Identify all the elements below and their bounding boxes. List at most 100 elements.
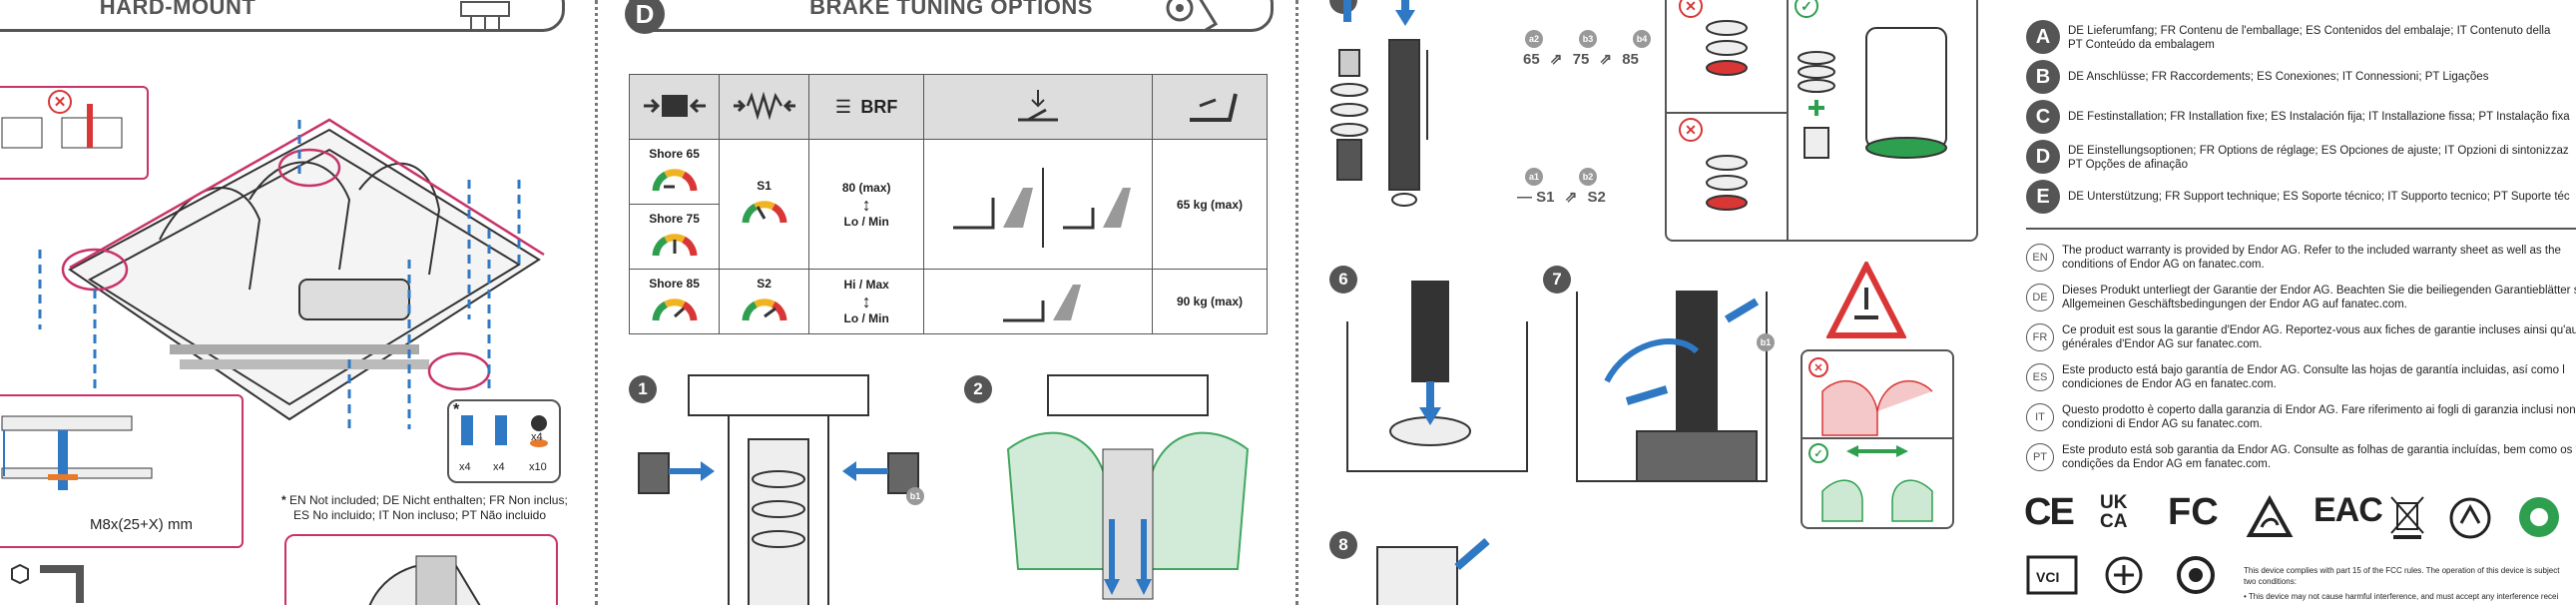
parts-qty-2: x4	[493, 461, 505, 473]
correct-icon-2: ✓	[1808, 443, 1828, 463]
contents-item-e: E DE Unterstützung; FR Support technique…	[2026, 180, 2576, 214]
weee-bin-icon	[2390, 496, 2424, 539]
green-recycle-icon	[2519, 497, 2559, 537]
lang-it-badge: IT	[2026, 403, 2054, 431]
brake-step1-illustration	[638, 374, 919, 605]
ce-mark: CE	[2024, 491, 2075, 533]
table-header-row: ☰ BRF	[628, 74, 1268, 140]
brake-section-letter: D	[625, 0, 665, 34]
recycle-mark-icon	[2449, 497, 2491, 539]
brf-top-max: 80 (max)	[841, 180, 891, 195]
cell-brf-bot: Hi / Max ↕ Lo / Min	[808, 269, 925, 334]
step7-b1: b1	[1757, 333, 1775, 351]
wrong-icon: ✕	[48, 90, 72, 114]
seat-positions-icon-bot	[1003, 284, 1082, 321]
contents-e-text: DE Unterstützung; FR Support technique; …	[2068, 191, 2570, 203]
hex-key-icon	[11, 563, 84, 603]
head-elastomer	[628, 74, 721, 140]
cell-s1: S1	[719, 139, 810, 270]
parts-qty-3: x4	[531, 431, 543, 443]
brake-title: BRAKE TUNING OPTIONS	[809, 0, 1093, 19]
ukca-top: UK	[2100, 492, 2128, 513]
tag-a2: a2	[1525, 30, 1543, 48]
brf-updown-icon: ↕	[861, 194, 871, 215]
spring-s2: S2	[1587, 189, 1606, 206]
inset-box-wrong	[0, 86, 149, 180]
shore-sequence-top: 65 ⇗ 75 ⇗ 85	[1523, 50, 1639, 68]
tag-a1: a1	[1525, 168, 1543, 186]
gauge-icon-s2	[742, 298, 787, 320]
install-step-7: 7	[1543, 266, 1571, 294]
gauge-icon-low	[652, 168, 698, 191]
warranty-de-text2: Allgemeinen Geschäftsbedingungen der End…	[2062, 299, 2407, 310]
s2-label: S2	[757, 276, 772, 291]
gauge-icon-high	[652, 298, 698, 320]
warranty-it-text2: condizioni di Endor AG su fanatec.com.	[2062, 418, 2263, 430]
contents-item-d: D DE Einstellungsoptionen; FR Options de…	[2026, 140, 2576, 174]
brake-step2-illustration	[1006, 374, 1250, 600]
wrong-icon-2: ✕	[1679, 118, 1703, 142]
spring-icon	[733, 91, 795, 120]
seat-positions-icon-top	[953, 168, 1132, 248]
cell-shore65: Shore 65	[628, 139, 721, 205]
install-panel: a2 b3 b4 65 ⇗ 75 ⇗ 85 a1 b2 — S1 ⇗ S2 ✕ …	[1307, 0, 2006, 605]
cell-positions-top	[923, 139, 1154, 270]
brake-header: BRAKE TUNING OPTIONS	[629, 0, 1274, 32]
cell-shore75: Shore 75	[628, 204, 721, 270]
contents-a-text2: PT Conteúdo da embalagem	[2068, 39, 2215, 51]
warranty-fr-text2: générales d'Endor AG sur fanatec.com.	[2062, 338, 2263, 350]
seat-force-icon	[1190, 93, 1238, 122]
hardmount-title: HARD-MOUNT	[99, 0, 257, 19]
bolt-detail-box: M8x(25+X) mm	[0, 394, 244, 548]
separator-2	[1295, 0, 1298, 605]
shore-65: 65	[1523, 51, 1540, 68]
cell-brf-top: 80 (max) ↕ Lo / Min	[808, 139, 925, 270]
brake-detail-box	[284, 534, 558, 605]
install-step-6: 6	[1329, 266, 1357, 294]
shore-75: 75	[1572, 51, 1590, 68]
warranty-fr-text: Ce produit est sous la garantie d'Endor …	[2062, 324, 2576, 336]
warranty-it-text: Questo prodotto è coperto dalla garanzia…	[2062, 404, 2576, 416]
parts-box: * x4 x4 x4 x10	[447, 399, 561, 483]
warranty-en: EN The product warranty is provided by E…	[2026, 244, 2576, 272]
install-step-8: 8	[1329, 531, 1357, 559]
warranty-divider	[2026, 228, 2576, 230]
elastomer-compare-box: ✕ ✕ ✓	[1665, 0, 1978, 242]
shore-85: 85	[1622, 51, 1639, 68]
rcm-mark-icon	[2246, 495, 2294, 537]
fcc-compliance-text: This device complies with part 15 of the…	[2244, 565, 2576, 602]
lang-fr-badge: FR	[2026, 323, 2054, 351]
brf-top-min: Lo / Min	[843, 214, 889, 229]
warranty-en-text: The product warranty is provided by Endo…	[2062, 245, 2561, 257]
table-row-shore85: Shore 85 S2 Hi / Max ↕ Lo / Min 90 kg (m…	[628, 269, 1268, 334]
s1-label: S1	[757, 179, 772, 193]
note-line-1: EN Not included; DE Nicht enthalten; FR …	[289, 493, 568, 507]
shore65-label: Shore 65	[649, 146, 700, 161]
shore75-label: Shore 75	[649, 211, 700, 226]
warranty-it: IT Questo prodotto è coperto dalla garan…	[2026, 403, 2576, 431]
arrow-icon-1: ⇗	[1549, 51, 1563, 68]
dash-icon: —	[1517, 189, 1532, 206]
pedal-position-icon	[1018, 89, 1059, 121]
hardmount-panel: HARD-MOUNT	[0, 0, 589, 605]
letter-c-icon: C	[2026, 100, 2060, 134]
tag-b2: b2	[1579, 168, 1597, 186]
cell-kg-top: 65 kg (max)	[1152, 139, 1268, 270]
correct-icon: ✓	[1795, 0, 1818, 18]
lang-de-badge: DE	[2026, 284, 2054, 311]
ukca-bottom: CA	[2100, 511, 2128, 532]
cell-shore85: Shore 85	[628, 269, 721, 334]
spring-sequence: — S1 ⇗ S2	[1517, 188, 1606, 206]
warranty-pt: PT Este produto está sob garantia da End…	[2026, 443, 2576, 471]
svg-text:VCI: VCI	[2036, 569, 2059, 585]
warranty-fr: FR Ce produit est sous la garantie d'End…	[2026, 323, 2576, 351]
step6-illustration	[1346, 281, 1528, 472]
brf-bot-min: Lo / Min	[843, 311, 889, 325]
parts-star: *	[453, 401, 460, 418]
warranty-de: DE Dieses Produkt unterliegt der Garanti…	[2026, 284, 2576, 311]
fcc-line-1: This device complies with part 15 of the…	[2244, 566, 2560, 575]
letter-a-icon: A	[2026, 20, 2060, 54]
cell-s2: S2	[719, 269, 810, 334]
arrow-icon-2: ⇗	[1599, 51, 1613, 68]
sliders-icon: ☰	[834, 96, 852, 117]
